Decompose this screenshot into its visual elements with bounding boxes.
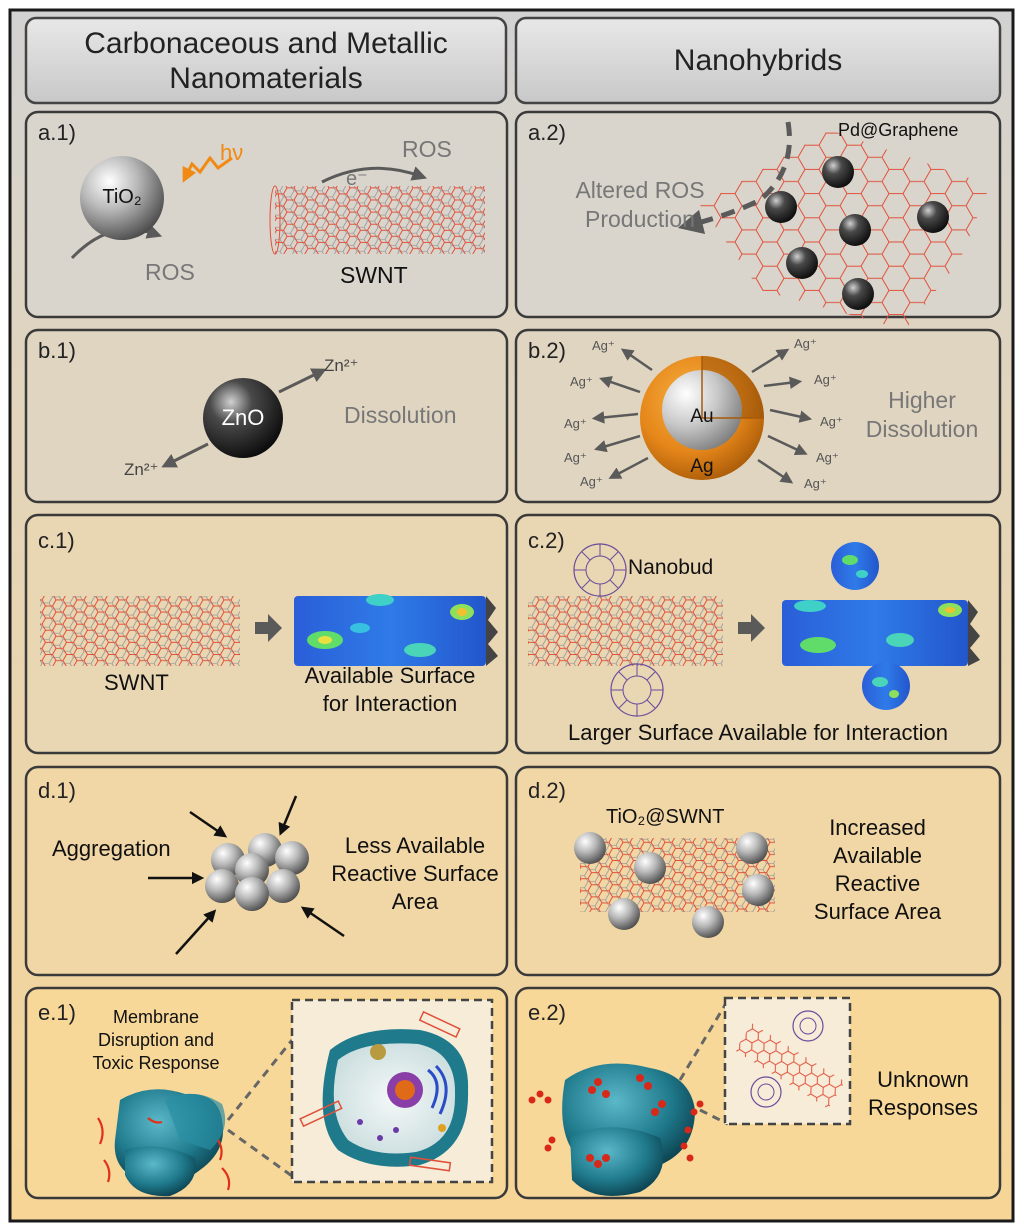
ag-ion: Ag⁺	[804, 476, 827, 491]
electron-label: e⁻	[346, 168, 368, 190]
panel-tag-e1: e.1)	[38, 1000, 76, 1025]
tio2-particle	[80, 156, 164, 240]
surface-map-c1	[294, 596, 486, 666]
header-right-title: Nanohybrids	[673, 44, 843, 77]
panel-tag-e2: e.2)	[528, 1000, 566, 1025]
unknown-responses-label: Unknown Responses	[867, 1067, 979, 1120]
panel-tag-c1: c.1)	[38, 528, 75, 553]
tio2-particle	[608, 898, 640, 930]
d1-artwork	[148, 795, 345, 955]
zn-ion-arrow	[161, 442, 209, 468]
b1-artwork	[161, 368, 327, 468]
c1-artwork	[40, 594, 498, 666]
aggregation-label: Aggregation	[52, 836, 171, 861]
c2-arrow	[738, 614, 765, 642]
available-surface-label: Available Surface for Interaction	[304, 663, 476, 716]
ag-ion: Ag⁺	[814, 372, 837, 387]
swnt-label-a1: SWNT	[340, 262, 408, 288]
panel-tag-c2: c.2)	[528, 528, 565, 553]
c1-arrow	[255, 614, 282, 642]
dissolution-label: Dissolution	[344, 402, 457, 428]
aggregation-arrow	[300, 906, 345, 938]
pd-particle	[839, 214, 871, 246]
ag-ion: Ag⁺	[592, 338, 615, 353]
membrane-disruption-label: Membrane Disruption and Toxic Response	[92, 1007, 220, 1073]
d2-artwork	[574, 832, 775, 938]
aggregation-arrow	[189, 810, 228, 838]
b2-artwork	[591, 348, 813, 484]
panel-box-a1	[24, 110, 509, 319]
pd-particle	[765, 191, 797, 223]
increased-reactive-label: Increased Available Reactive Surface Are…	[813, 815, 942, 924]
aggregate-particle	[266, 869, 300, 903]
c2-artwork	[528, 542, 980, 717]
aggregate-particle	[205, 869, 239, 903]
aggregate-particle	[275, 841, 309, 875]
zno-particle	[203, 378, 283, 458]
pd-particle	[786, 247, 818, 279]
ros-label-top: ROS	[402, 136, 452, 162]
zno-label: ZnO	[221, 405, 265, 430]
tio2-particle	[736, 832, 768, 864]
header-box-right	[514, 16, 1002, 105]
zn-ion-arrow	[278, 368, 327, 394]
ag-ion: Ag⁺	[820, 414, 843, 429]
less-reactive-label: Less Available Reactive Surface Area	[331, 833, 499, 914]
ag-ion: Ag⁺	[570, 374, 593, 389]
higher-dissolution-label: Higher Dissolution	[865, 387, 979, 442]
ag-label: Ag	[690, 456, 714, 477]
panel-tag-a2: a.2)	[528, 120, 566, 145]
zn-ion-bottom: Zn²⁺	[124, 460, 159, 479]
aggregate-particle	[235, 877, 269, 911]
a1-artwork	[70, 155, 485, 260]
altered-ros-label: Altered ROS Production	[575, 177, 705, 232]
pd-particle	[917, 201, 949, 233]
aggregation-arrow	[175, 909, 217, 955]
tio2-swnt-label: TiO₂@SWNT	[606, 806, 725, 828]
aggregate-particle	[235, 853, 269, 887]
ag-ion: Ag⁺	[564, 450, 587, 465]
tio2-particle	[574, 832, 606, 864]
swnt-a1	[275, 186, 485, 254]
swnt-c2	[528, 596, 723, 666]
ros-label-bottom: ROS	[145, 259, 195, 285]
panel-tag-b2: b.2)	[528, 338, 566, 363]
altered-ros-arrow	[677, 121, 792, 235]
zn-ion-top: Zn²⁺	[324, 356, 359, 375]
e1-artwork	[97, 998, 494, 1197]
surface-sphere-top	[831, 542, 879, 590]
panel-tag-b1: b.1)	[38, 338, 76, 363]
tio2-particle	[692, 906, 724, 938]
nanobud-tube	[734, 1023, 846, 1109]
panel-tag-a1: a.1)	[38, 120, 76, 145]
ag-ion: Ag⁺	[816, 450, 839, 465]
tio2-particle	[634, 852, 666, 884]
pd-particle	[822, 156, 854, 188]
ag-ion: Ag⁺	[580, 474, 603, 489]
au-label: Au	[690, 406, 714, 427]
header-box-left	[24, 16, 508, 105]
panel-tag-d1: d.1)	[38, 778, 76, 803]
ag-ion: Ag⁺	[564, 416, 587, 431]
larger-surface-label: Larger Surface Available for Interaction	[568, 720, 948, 745]
swnt-c1	[40, 596, 240, 666]
pd-particle	[842, 278, 874, 310]
pd-graphene-label: Pd@Graphene	[838, 120, 959, 140]
tio2-particle	[742, 874, 774, 906]
tio2-label: TiO₂	[102, 186, 142, 208]
header-left-title: Carbonaceous and Metallic Nanomaterials	[84, 27, 448, 95]
photon-icon	[182, 155, 233, 183]
panel-tag-d2: d.2)	[528, 778, 566, 803]
ros-arrow-a1-top	[321, 166, 428, 184]
photon-label: hν	[220, 140, 244, 165]
ag-ion: Ag⁺	[794, 336, 817, 351]
aggregation-arrow	[278, 795, 298, 836]
surface-sphere-bottom	[862, 662, 910, 710]
e2-artwork	[528, 996, 852, 1196]
nanobud-label: Nanobud	[628, 556, 714, 579]
swnt-label-c1: SWNT	[104, 670, 169, 695]
